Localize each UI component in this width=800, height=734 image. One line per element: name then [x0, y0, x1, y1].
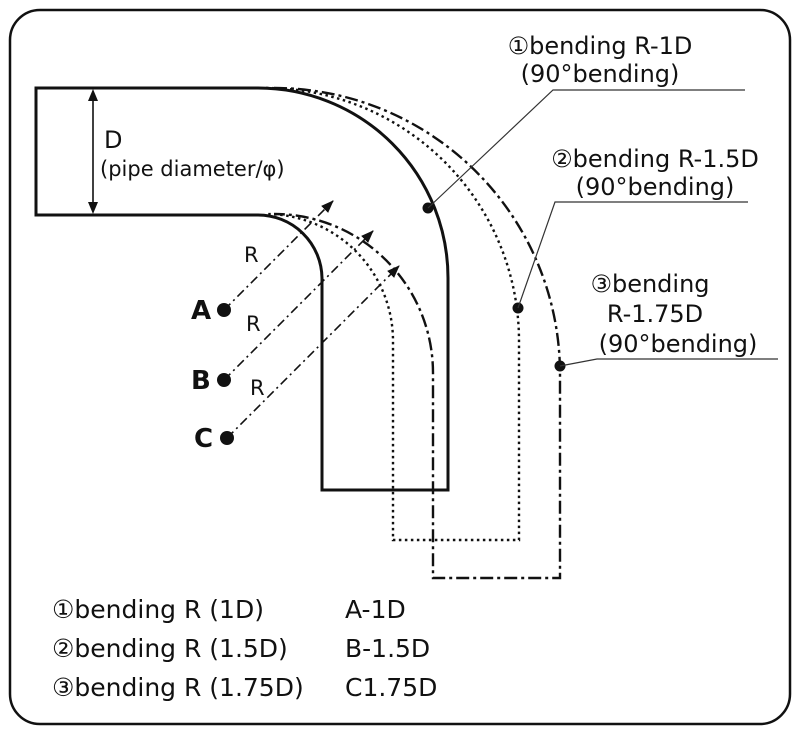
diameter-dimension-arrow [88, 89, 98, 214]
callout-2-line2: (90°bending) [576, 173, 735, 201]
center-label-c: C [194, 424, 213, 454]
bend-outline-r1-75d [273, 86, 562, 580]
callout-3-line1: ③bending [590, 270, 709, 298]
radius-arrow-b [223, 230, 374, 381]
radius-arrow-a [223, 200, 334, 311]
legend-row-1-value: A-1D [345, 595, 406, 624]
callout-1-line1: ①bending R-1D [508, 32, 693, 60]
callout-1-leader [427, 89, 745, 209]
radius-mark-3: R [250, 376, 265, 400]
legend-row-3-label: ③bending R (1.75D) [52, 673, 304, 702]
diagram-border [8, 8, 792, 726]
center-label-a: A [191, 296, 211, 326]
radius-arrows [223, 200, 400, 439]
callout-3-leader [559, 358, 778, 367]
legend: ①bending R (1D) A-1D ②bending R (1.5D) B… [52, 595, 437, 702]
diameter-label: D [104, 126, 122, 154]
center-dot-a [217, 303, 231, 317]
callout-2: ②bending R-1.5D (90°bending) [512, 145, 759, 314]
callout-3-line2: R-1.75D [607, 300, 703, 328]
callout-3-line3: (90°bending) [599, 330, 758, 358]
callout-1: ①bending R-1D (90°bending) [422, 32, 745, 214]
legend-row-2-value: B-1.5D [345, 634, 430, 663]
radius-mark-1: R [244, 243, 259, 267]
callout-2-leader [517, 201, 748, 309]
center-dot-c [220, 431, 234, 445]
radius-arrow-c [226, 265, 400, 439]
legend-row-1-label: ①bending R (1D) [52, 595, 264, 624]
legend-row-3-value: C1.75D [345, 673, 437, 702]
bend-centers [217, 303, 234, 445]
center-dot-b [217, 373, 231, 387]
radius-mark-2: R [246, 312, 261, 336]
legend-row-2-label: ②bending R (1.5D) [52, 634, 288, 663]
bend-outline-r1d [34, 86, 450, 492]
callout-1-line2: (90°bending) [521, 60, 680, 88]
center-label-b: B [191, 366, 211, 396]
diameter-sublabel: (pipe diameter/φ) [100, 157, 285, 181]
callout-2-line1: ②bending R-1.5D [551, 145, 759, 173]
callout-3: ③bending R-1.75D (90°bending) [554, 270, 778, 372]
